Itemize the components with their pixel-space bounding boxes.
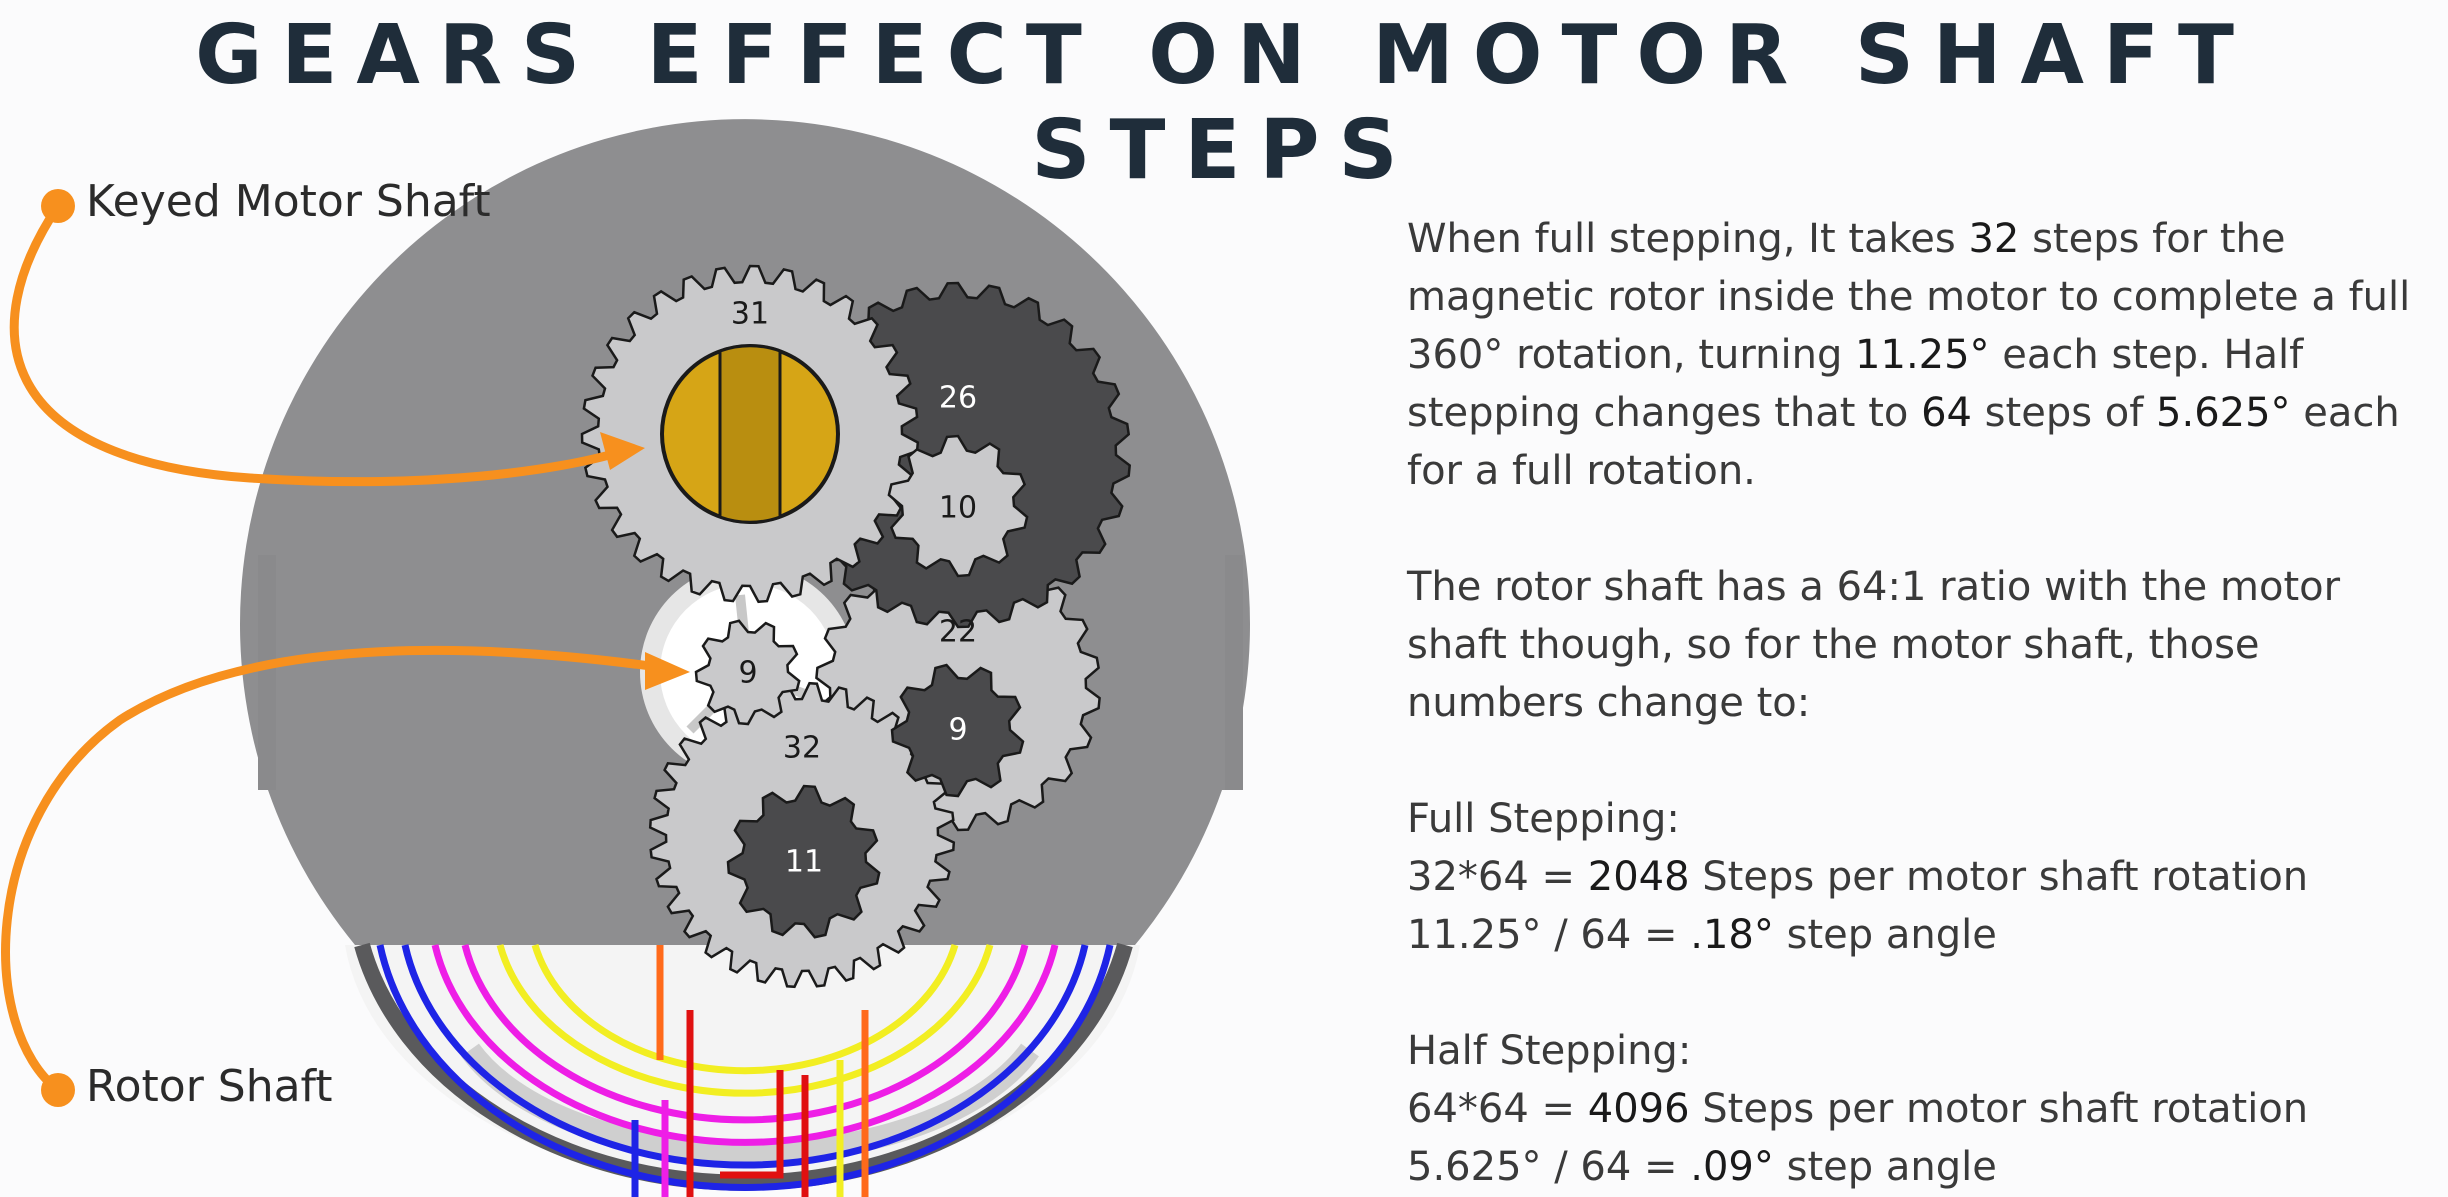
gear-label-22: 22	[939, 615, 977, 650]
half-stepping-steps: 64*64 = 4096 Steps per motor shaft rotat…	[1407, 1086, 2309, 1132]
half-stepping-angle: 5.625° / 64 = .09° step angle	[1407, 1144, 1997, 1190]
gear-9-dark	[890, 663, 1025, 798]
page-title: GEARS EFFECT ON MOTOR SHAFT STEPS	[195, 8, 2253, 198]
callout-dot-icon	[41, 1073, 75, 1107]
keyed-motor-shaft-arrow	[9, 189, 645, 487]
gear-label-11: 11	[785, 845, 823, 880]
half-stepping-heading: Half Stepping:	[1407, 1028, 1692, 1074]
gear-label-32: 32	[783, 731, 821, 766]
gear-label-9-small: 9	[738, 656, 757, 691]
gear-label-31: 31	[731, 297, 769, 332]
gear-label-9-dark: 9	[948, 713, 967, 748]
full-stepping-intro: When full stepping, It takes 32 steps fo…	[1407, 216, 2411, 494]
ratio-paragraph: The rotor shaft has a 64:1 ratio with th…	[1407, 564, 2341, 726]
gear-label-26: 26	[939, 381, 977, 416]
gear-11	[726, 784, 881, 939]
gear-9-small	[694, 619, 801, 726]
keyed-motor-shaft	[660, 344, 840, 524]
gear-train	[580, 264, 1132, 989]
full-stepping-angle: 11.25° / 64 = .18° step angle	[1407, 912, 1997, 958]
full-stepping-heading: Full Stepping:	[1407, 796, 1680, 842]
gear-label-10: 10	[939, 491, 977, 526]
keyed-motor-shaft-label: Keyed Motor Shaft	[86, 176, 491, 227]
coil-wires	[345, 942, 1140, 1197]
full-stepping-steps: 32*64 = 2048 Steps per motor shaft rotat…	[1407, 854, 2309, 900]
gear-10	[887, 434, 1029, 578]
callout-dot-icon	[41, 189, 75, 223]
rotor-shaft-arrow	[1, 645, 690, 1107]
explanation-panel: When full stepping, It takes 32 steps fo…	[1407, 210, 2437, 1196]
rotor-shaft-label: Rotor Shaft	[86, 1061, 333, 1112]
